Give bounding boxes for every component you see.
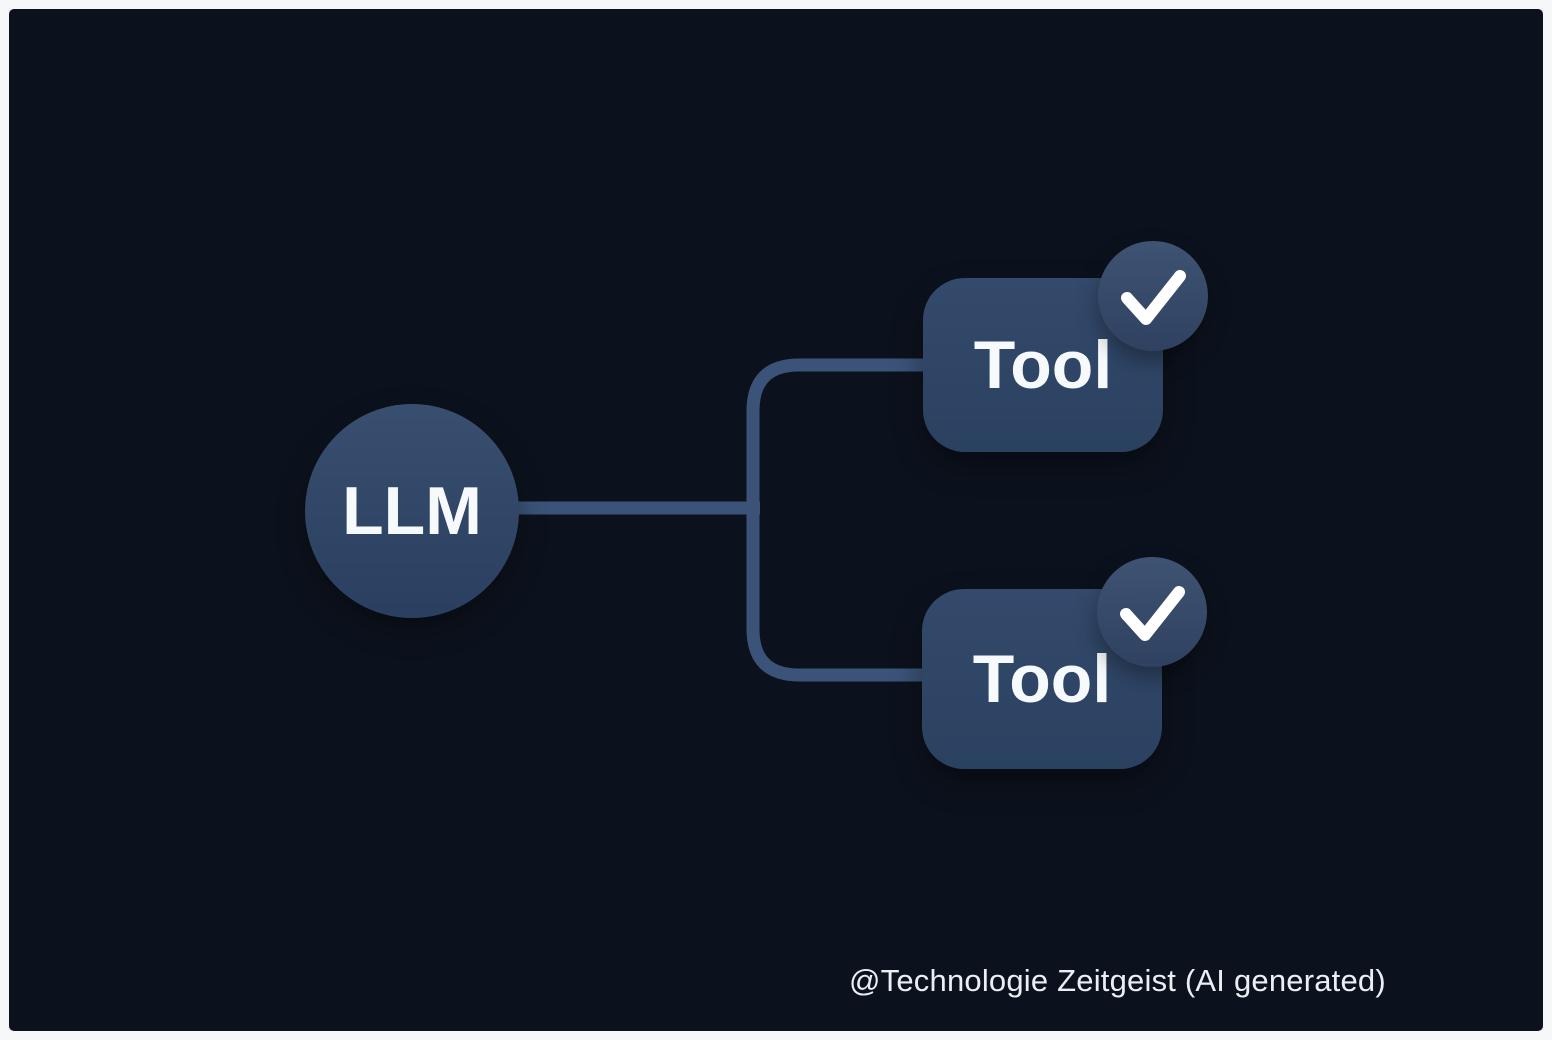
checkmark-icon [1098, 241, 1208, 351]
tool-node-2-checkmark-badge [1097, 557, 1207, 667]
diagram-canvas: LLM Tool Tool @Technologie Zeitgeist (AI… [9, 9, 1543, 1031]
llm-node: LLM [305, 404, 519, 618]
tool-node-1-checkmark-badge [1098, 241, 1208, 351]
llm-node-label: LLM [342, 473, 482, 549]
connector-lines [514, 358, 925, 682]
connector-branch [746, 358, 925, 682]
tool-node-1-label: Tool [973, 327, 1113, 403]
tool-node-2-label: Tool [972, 641, 1112, 717]
watermark-credit: @Technologie Zeitgeist (AI generated) [849, 963, 1386, 998]
checkmark-icon [1097, 557, 1207, 667]
